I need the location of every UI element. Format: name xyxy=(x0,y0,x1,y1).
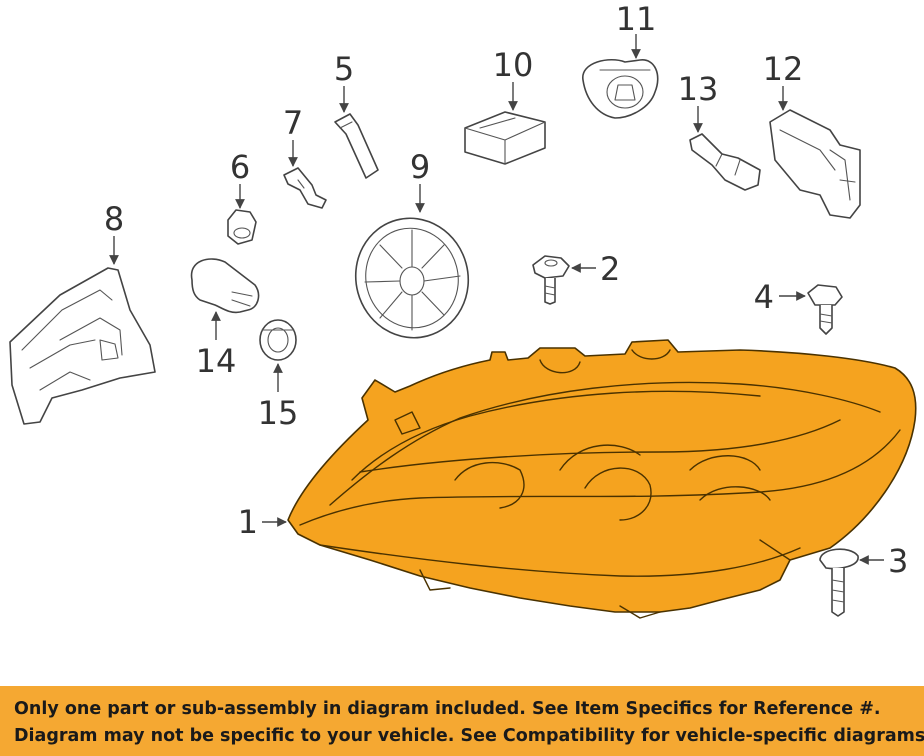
part-12-bulb[interactable] xyxy=(769,109,861,219)
callout-9: 9 xyxy=(410,148,430,186)
notice-line-1: Only one part or sub-assembly in diagram… xyxy=(14,699,881,719)
callout-14: 14 xyxy=(196,342,237,380)
part-10-control-module[interactable] xyxy=(464,111,546,165)
callout-6: 6 xyxy=(230,148,250,186)
callout-2: 2 xyxy=(600,250,620,288)
callout-5: 5 xyxy=(334,50,354,88)
part-2-screw[interactable] xyxy=(532,255,570,305)
callout-12: 12 xyxy=(763,50,804,88)
callout-labels: 1 2 3 4 5 6 7 8 9 10 11 12 13 14 15 xyxy=(104,0,909,580)
part-15-socket[interactable] xyxy=(259,319,297,361)
part-3-screw[interactable] xyxy=(819,548,859,617)
headlamp-exploded-diagram: 1 2 3 4 5 6 7 8 9 10 11 12 13 14 15 xyxy=(9,0,917,619)
part-13-bulb[interactable] xyxy=(689,133,761,191)
callout-1: 1 xyxy=(238,503,258,541)
callout-13: 13 xyxy=(678,70,719,108)
part-4-bolt[interactable] xyxy=(807,284,843,335)
part-8-bracket[interactable] xyxy=(9,267,156,425)
part-1-headlamp-assembly[interactable] xyxy=(287,339,917,619)
part-6-bulb-socket[interactable] xyxy=(227,209,257,245)
callout-11: 11 xyxy=(616,0,657,38)
notice-banner: Only one part or sub-assembly in diagram… xyxy=(0,686,924,756)
part-5-connector[interactable] xyxy=(334,113,379,179)
part-14-bulb[interactable] xyxy=(190,258,260,314)
leader-lines xyxy=(109,34,884,565)
part-7-bracket[interactable] xyxy=(283,167,327,209)
part-9-cover-cap[interactable] xyxy=(342,206,481,351)
callout-4: 4 xyxy=(754,278,774,316)
callout-3: 3 xyxy=(888,542,908,580)
callout-10: 10 xyxy=(493,46,534,84)
part-11-bulb[interactable] xyxy=(582,58,659,119)
callout-7: 7 xyxy=(283,104,303,142)
callout-15: 15 xyxy=(258,394,299,432)
notice-line-2: Diagram may not be specific to your vehi… xyxy=(14,726,924,746)
callout-8: 8 xyxy=(104,200,124,238)
